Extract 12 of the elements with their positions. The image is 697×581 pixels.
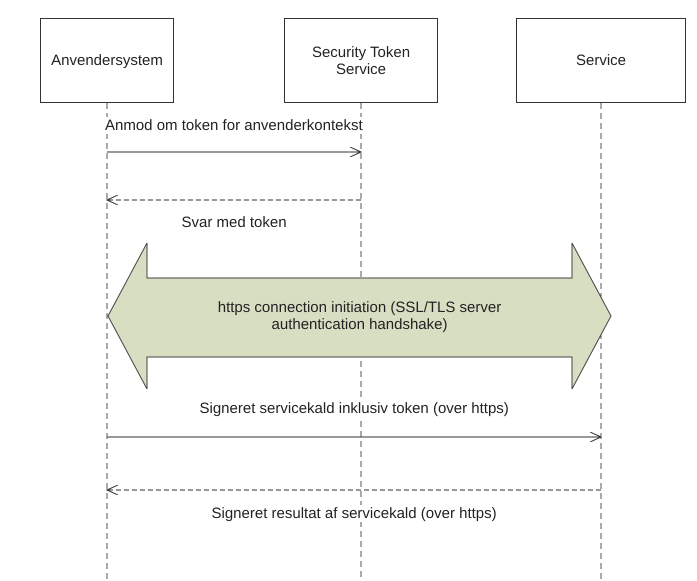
arrow-text: https connection initiation (SSL/TLS server authentication handshake) [216,299,502,333]
participant-name: Security Token Service [310,44,412,78]
message-arrow [106,432,602,442]
participant-name: Service [576,52,626,69]
participant-name: Anvendersystem [51,52,163,69]
edge-label: Signeret resultat af servicekald (over https) [210,505,499,522]
message-arrow [106,146,362,158]
message-arrow [106,484,602,496]
edge-label: Anmod om token for anvenderkontekst [103,117,365,134]
message-arrow [106,194,362,206]
edge-label: Signeret servicekald inklusiv token (over https) [198,400,511,417]
double-arrow-shape [107,242,612,390]
